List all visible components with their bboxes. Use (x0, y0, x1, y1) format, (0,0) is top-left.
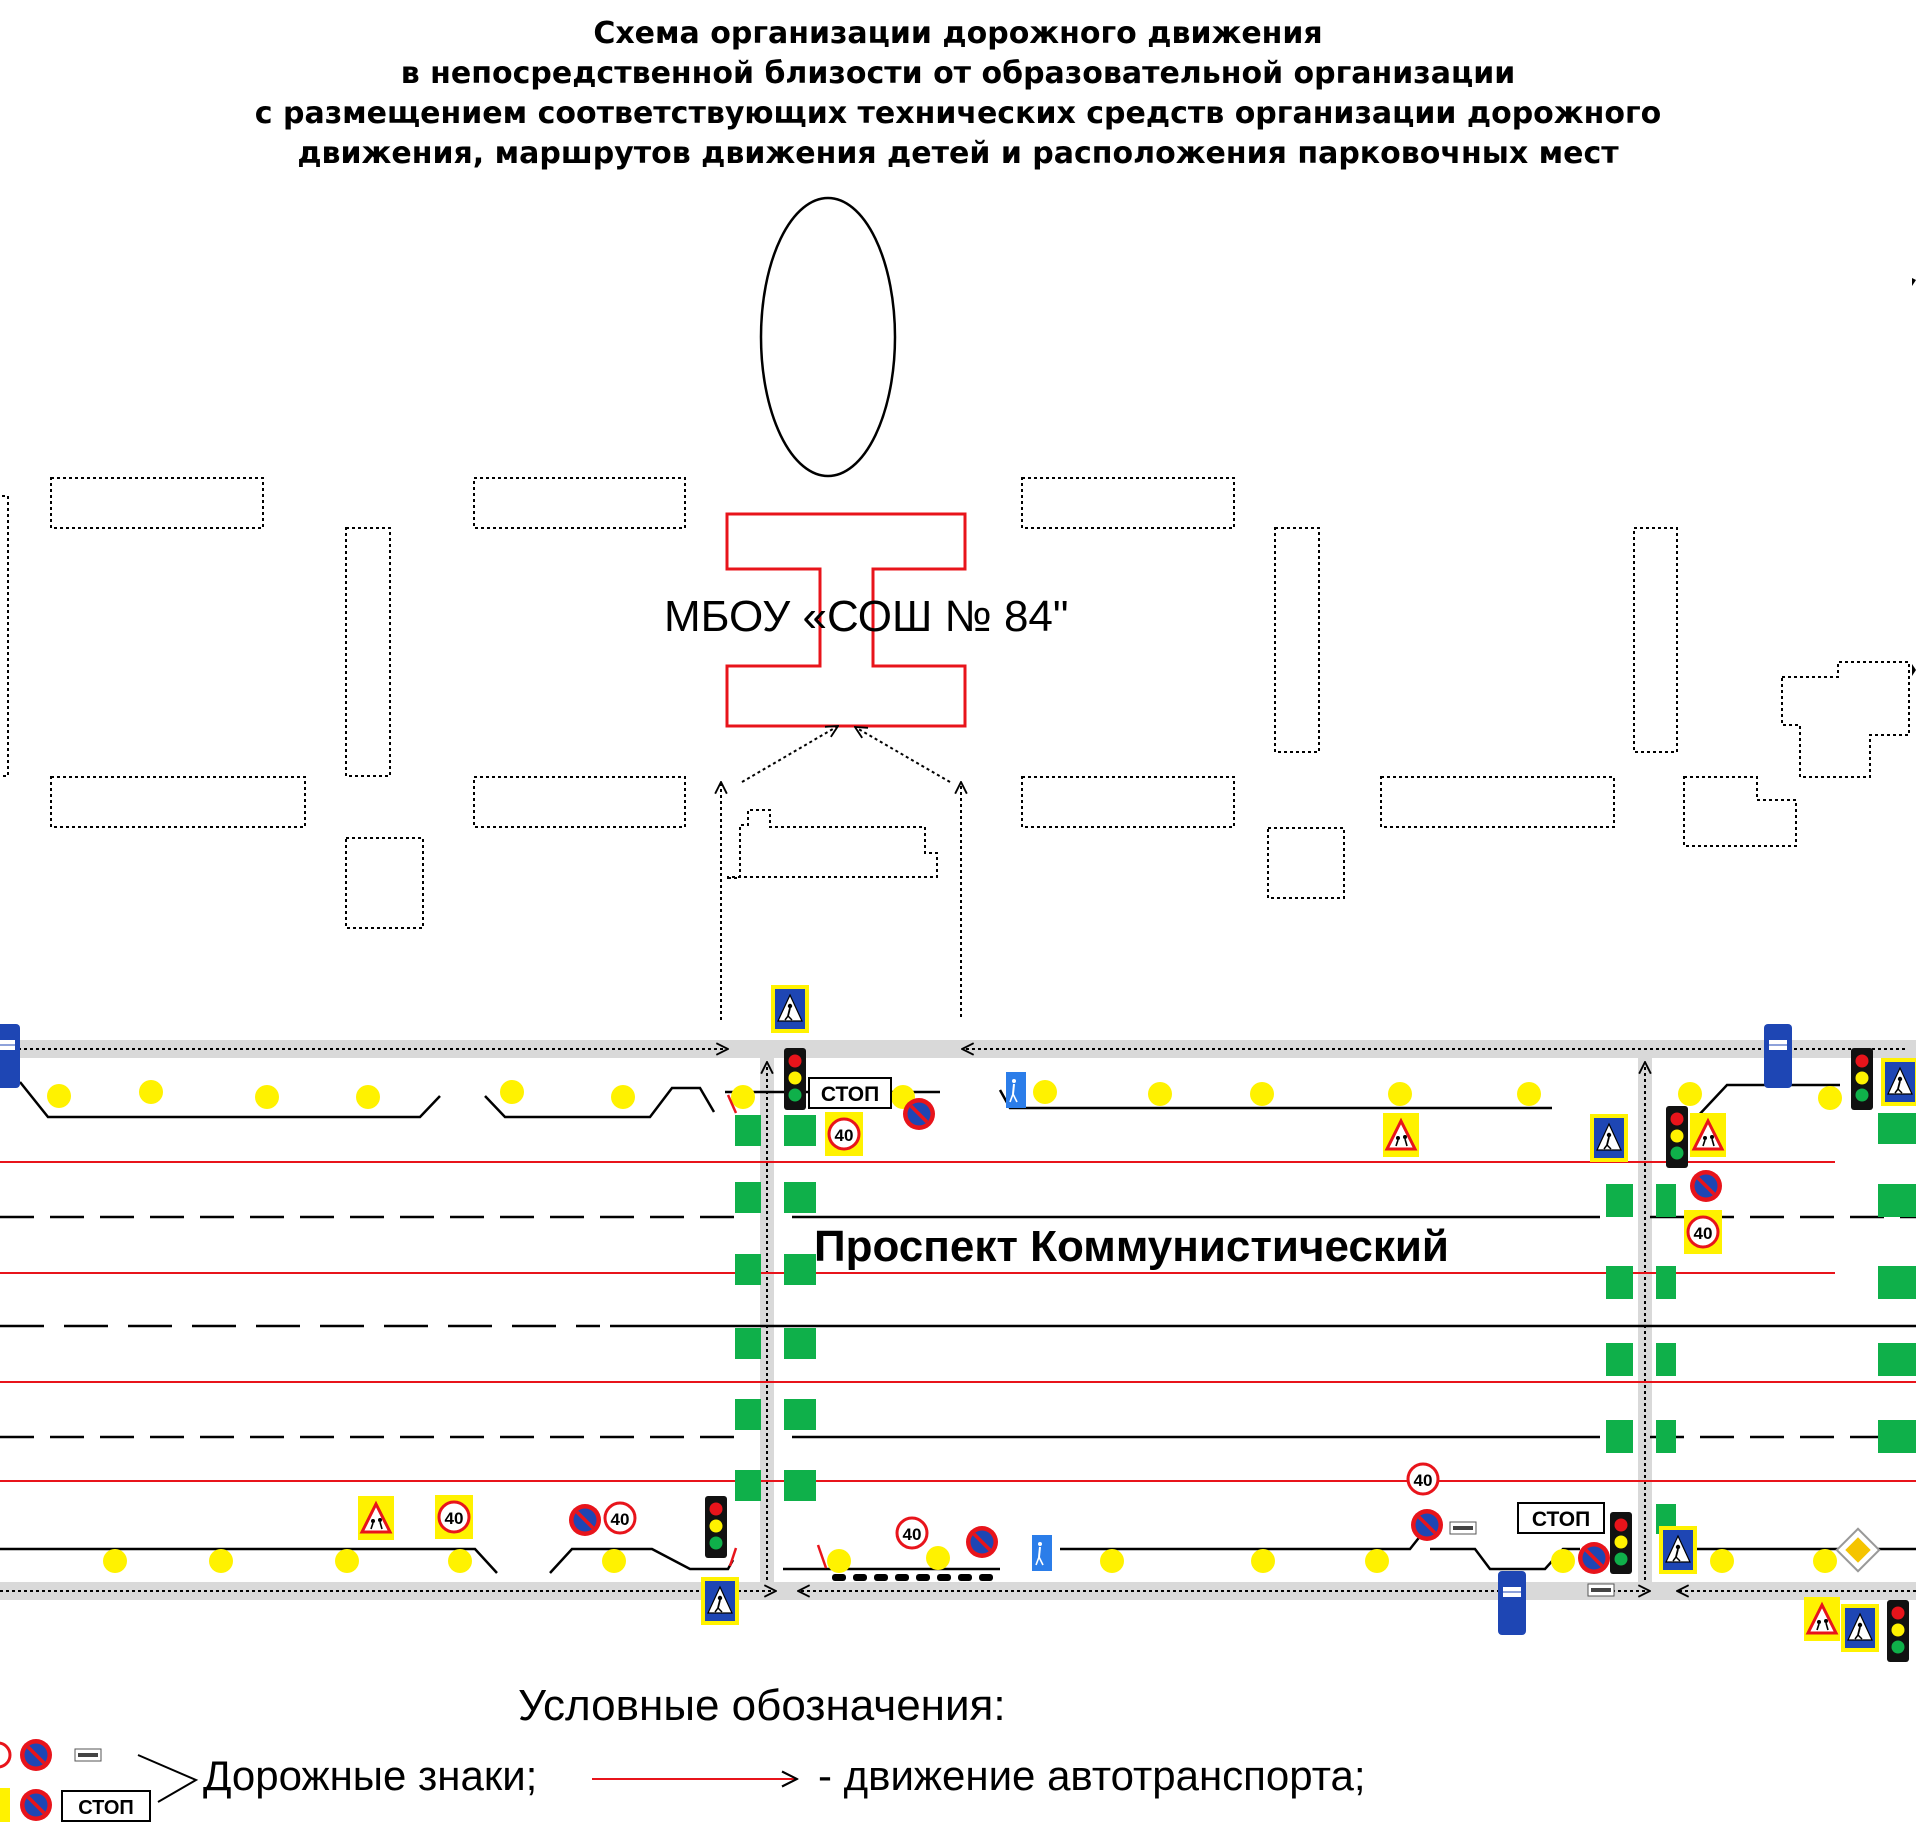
legend-sign-samples: СТОП (0, 1737, 199, 1823)
crosswalks (735, 1113, 1916, 1534)
sidewalks (0, 1040, 1916, 1600)
legend-traffic-movement: - движение автотранспорта; (818, 1752, 1366, 1799)
diagram-title: Схема организации дорожного движения в н… (0, 14, 1916, 174)
school-label: МБОУ «СОШ № 84" (664, 592, 1069, 641)
title-line-1: Схема организации дорожного движения (593, 16, 1323, 51)
speed-limit-value: 40 (445, 1509, 464, 1528)
school-building-outline (725, 512, 967, 728)
buildings (0, 477, 1910, 929)
road-name: Проспект Коммунистический (814, 1222, 1449, 1271)
parking-blocks (832, 1574, 993, 1581)
speed-limit-value: 40 (903, 1525, 922, 1544)
edge-marker (1912, 278, 1916, 286)
sidewalk-pedestrian-arrows (0, 1049, 1916, 1591)
title-line-4: движения, маршрутов движения детей и рас… (297, 136, 1619, 171)
lane-markings (0, 1215, 1916, 1439)
stadium-ellipse (759, 196, 897, 478)
speed-limit-signs: 40 40 40 40 40 40 (435, 1112, 1722, 1550)
bus-stop-signs (0, 1023, 1793, 1636)
curb-lines (0, 1081, 1916, 1574)
stop-sign-text: СТОП (821, 1083, 879, 1106)
legend-road-signs: Дорожные знаки; (203, 1752, 537, 1799)
child-pedestrian-signs (1005, 1071, 1053, 1572)
legend-stop-text: СТОП (78, 1797, 134, 1819)
title-line-2: в непосредственной близости от образоват… (400, 56, 1516, 91)
stop-sign-text: СТОП (1532, 1508, 1590, 1531)
stop-lines (726, 1094, 828, 1569)
speed-limit-value: 40 (1414, 1471, 1433, 1490)
title-line-3: с размещением соответствующих технически… (254, 96, 1662, 131)
traffic-movement-lines (0, 1161, 1916, 1482)
stop-signs: СТОП СТОП (808, 1077, 1605, 1534)
speed-limit-value: 40 (1694, 1224, 1713, 1243)
legend-title: Условные обозначения: (518, 1681, 1006, 1730)
edge-marker (1912, 664, 1916, 676)
children-route-arrows (721, 726, 961, 1020)
speed-limit-value: 40 (611, 1510, 630, 1529)
main-road-sign (1835, 1527, 1881, 1573)
speed-limit-value: 40 (835, 1126, 854, 1145)
